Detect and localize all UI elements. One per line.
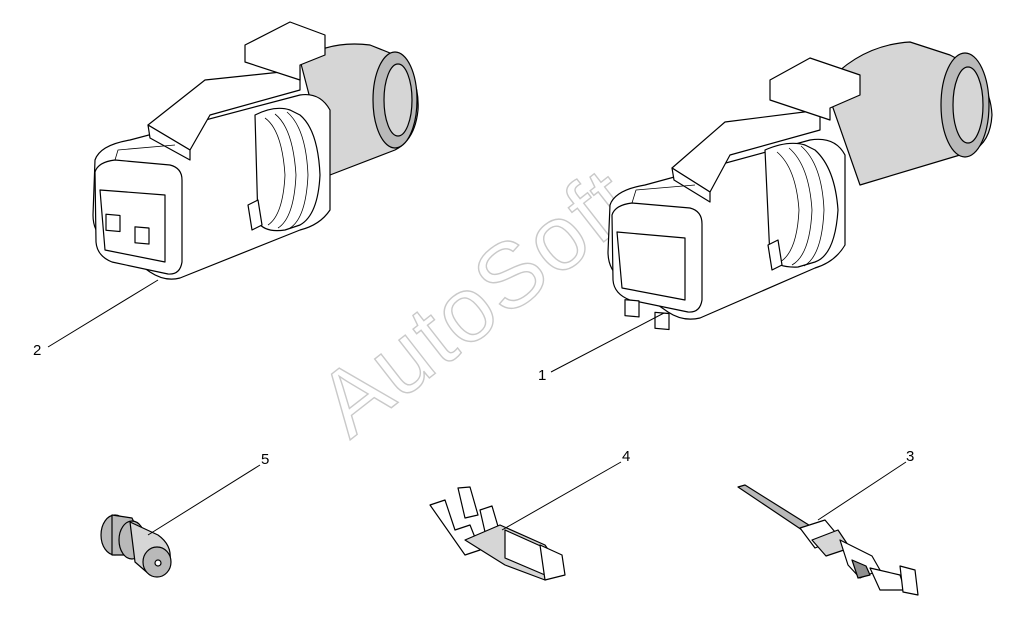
leader-line-3 (817, 461, 907, 521)
callout-2: 2 (33, 342, 41, 359)
callout-1: 1 (538, 367, 546, 384)
leader-line-4 (501, 461, 622, 531)
callout-3: 3 (906, 448, 914, 465)
watermark-text: AutoSoft (300, 148, 653, 455)
leader-line-5 (147, 464, 261, 536)
connector-housing-right (607, 41, 993, 331)
terminal (429, 486, 566, 581)
callout-5: 5 (261, 451, 269, 468)
leader-line-2 (47, 279, 159, 348)
leader-line-1 (550, 312, 665, 373)
callout-4: 4 (622, 448, 630, 465)
wire-seal (100, 514, 172, 578)
connector-housing-left (92, 21, 419, 280)
terminal-with-wire (737, 484, 919, 596)
